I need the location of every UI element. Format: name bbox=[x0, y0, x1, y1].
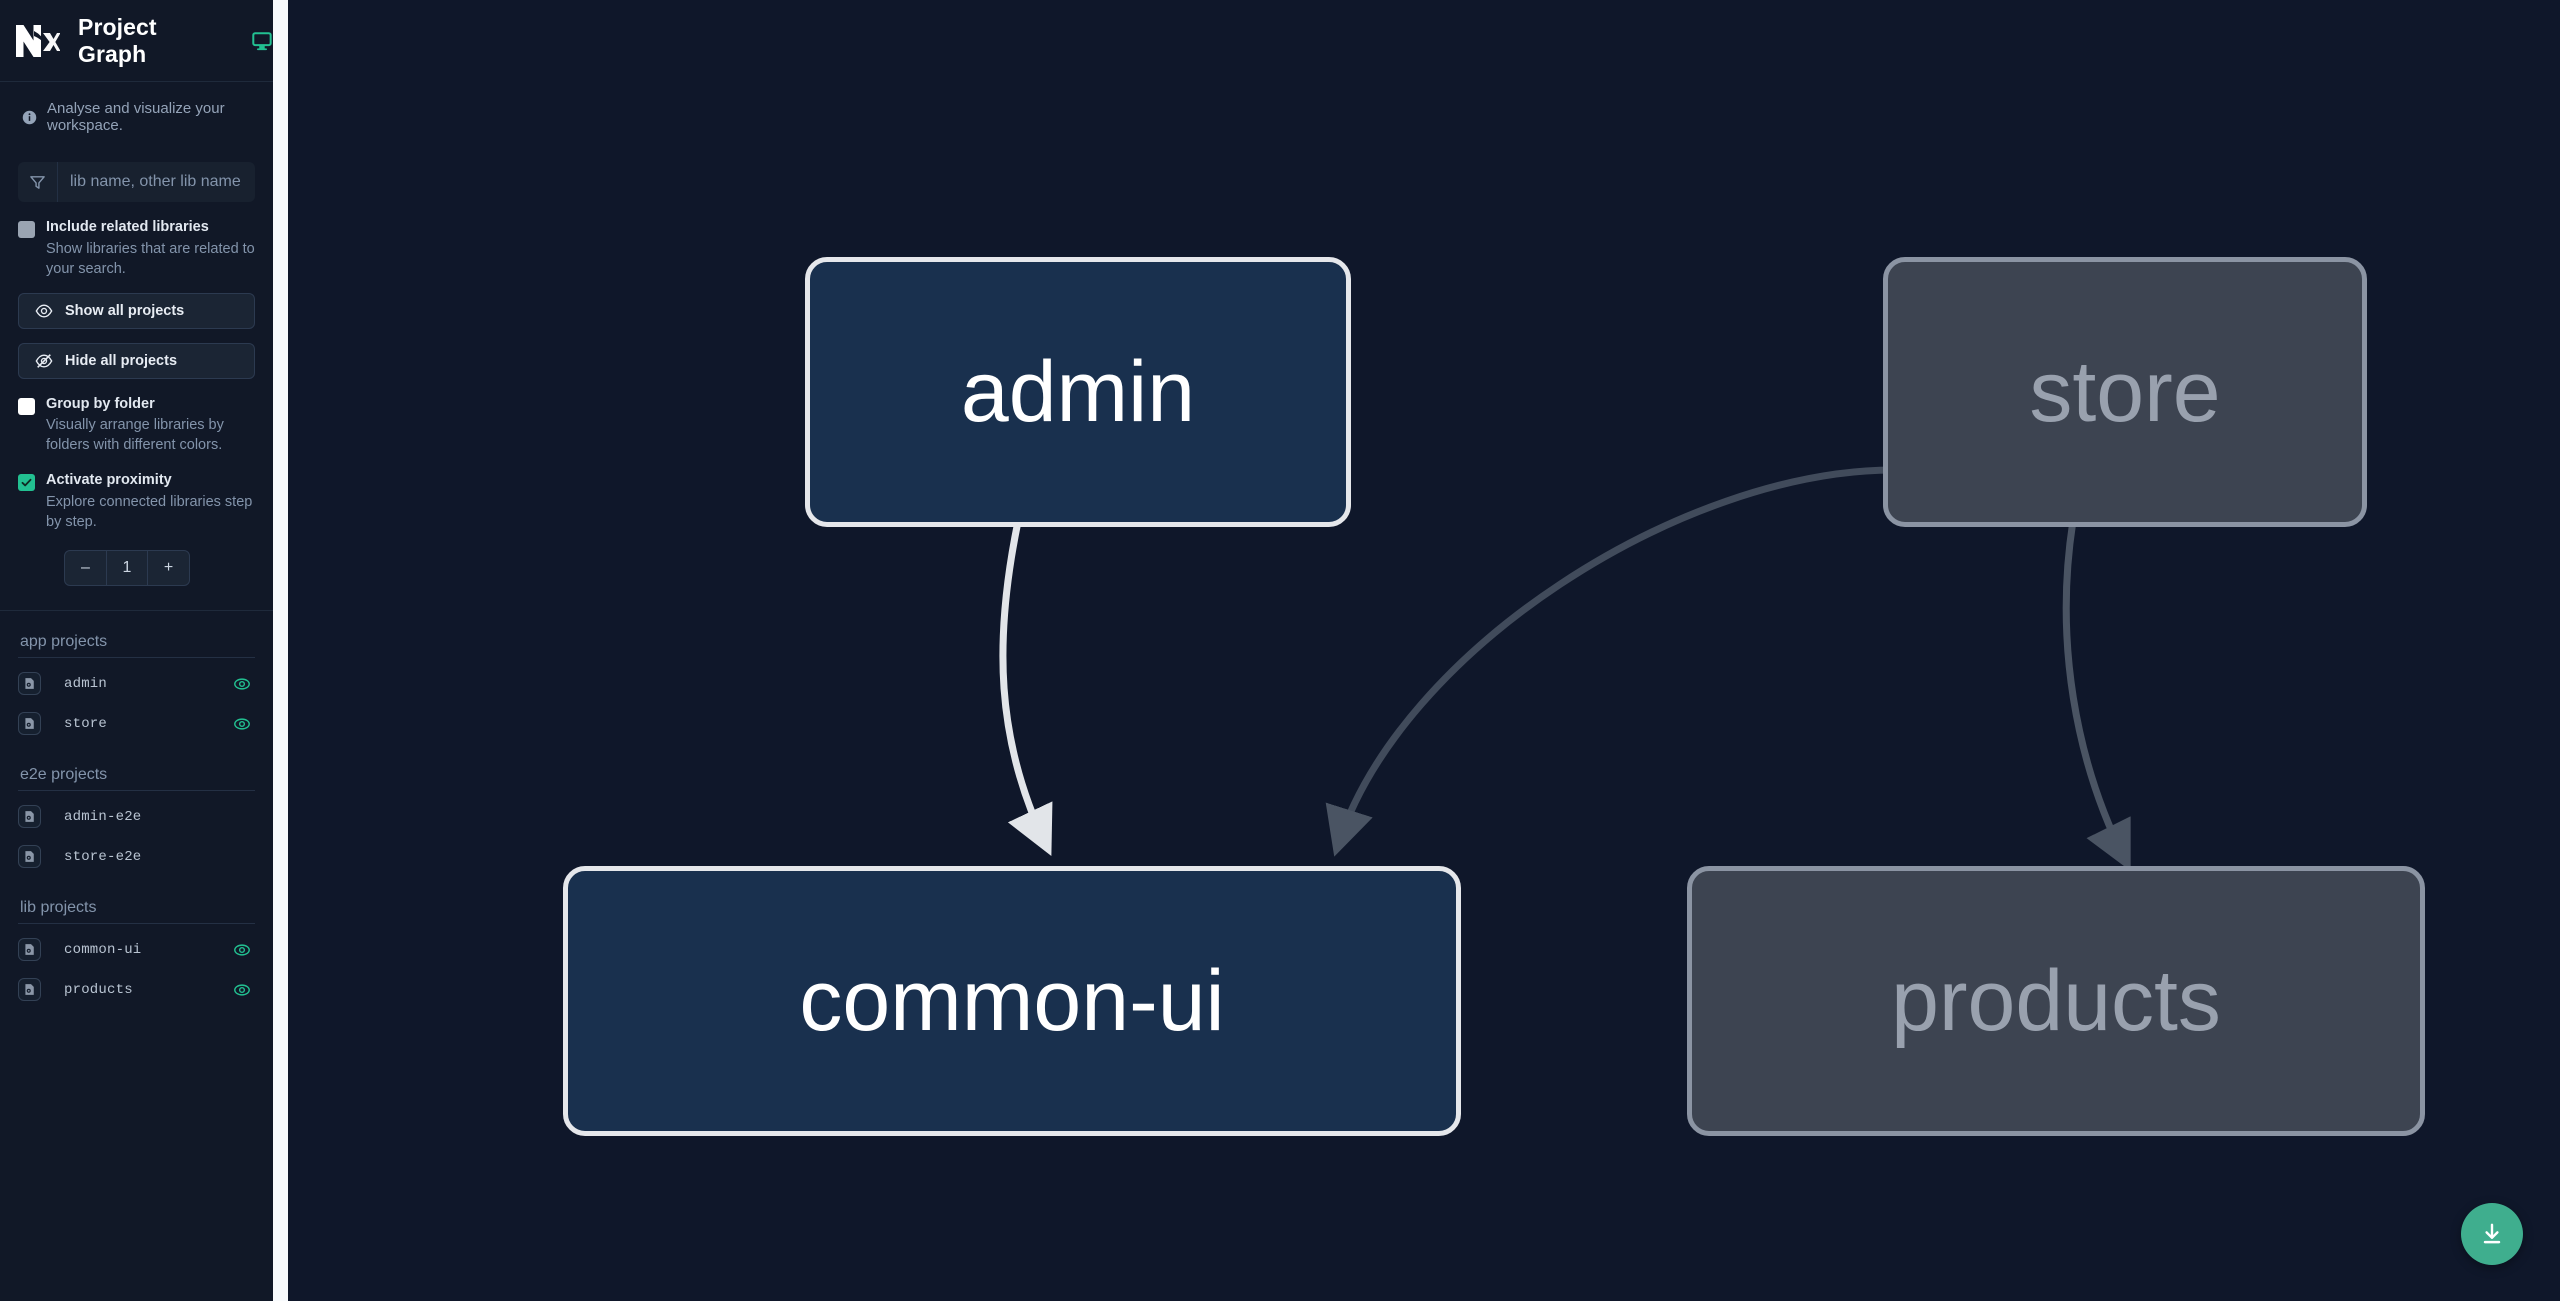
search-icon-container bbox=[18, 162, 58, 202]
download-icon bbox=[2483, 1223, 2501, 1244]
show-all-projects-button[interactable]: Show all projects bbox=[18, 292, 255, 329]
eye-off-icon bbox=[35, 353, 53, 368]
project-list-item[interactable]: store-e2e bbox=[18, 837, 255, 877]
graph-edges bbox=[999, 466, 2131, 871]
graph-node-label: products bbox=[1891, 953, 2221, 1049]
proximity-value: 1 bbox=[122, 558, 132, 576]
page-title: Project Graph bbox=[78, 13, 157, 67]
nx-logo bbox=[16, 24, 60, 57]
file-icon bbox=[25, 944, 34, 956]
edge-store-common-ui bbox=[1325, 466, 1894, 857]
option-description: Show libraries that are related to your … bbox=[46, 240, 255, 277]
project-name: store-e2e bbox=[64, 848, 142, 865]
workspace-note-text: Analyse and visualize your workspace. bbox=[47, 100, 225, 134]
option-description: Explore connected libraries step by step… bbox=[46, 493, 253, 530]
visibility-buttons: Show all projects Hide all projects bbox=[0, 279, 273, 379]
eye-icon bbox=[35, 304, 53, 318]
visibility-eye-icon[interactable] bbox=[233, 981, 251, 999]
edge-admin-common-ui bbox=[999, 521, 1053, 857]
project-name: admin bbox=[64, 675, 108, 692]
option-title: Group by folder bbox=[46, 395, 155, 412]
group-rule bbox=[18, 789, 255, 791]
group-rule bbox=[18, 656, 255, 658]
visibility-eye-icon[interactable] bbox=[233, 941, 251, 959]
project-list-item[interactable]: products bbox=[18, 970, 255, 1010]
search-input[interactable] bbox=[58, 162, 255, 202]
monitor-icon[interactable] bbox=[251, 30, 273, 52]
project-file-icon bbox=[18, 978, 41, 1002]
group-rule bbox=[18, 922, 255, 924]
file-icon bbox=[25, 984, 34, 996]
project-group-lib: lib projects common-ui bbox=[0, 877, 273, 1010]
project-name: common-ui bbox=[64, 941, 142, 958]
project-file-icon bbox=[18, 805, 41, 829]
visibility-eye-icon[interactable] bbox=[233, 715, 251, 733]
proximity-decrement-button[interactable]: – bbox=[65, 550, 107, 585]
proximity-stepper: – 1 + bbox=[64, 549, 190, 586]
sidebar-scrollbar[interactable] bbox=[273, 0, 288, 1301]
proximity-increment-button[interactable]: + bbox=[147, 550, 189, 585]
graph-node-label: common-ui bbox=[799, 953, 1225, 1049]
file-icon bbox=[25, 678, 34, 690]
hide-all-projects-label: Hide all projects bbox=[65, 352, 178, 369]
project-list-item[interactable]: store bbox=[18, 704, 255, 744]
project-list-item[interactable]: admin-e2e bbox=[18, 797, 255, 837]
graph-node-label: store bbox=[2029, 344, 2221, 440]
project-group-e2e: e2e projects admin-e2e bbox=[0, 744, 273, 877]
graph-canvas[interactable]: admin store common-ui products bbox=[273, 0, 2560, 1301]
graph-node-products[interactable]: products bbox=[1687, 866, 2425, 1136]
show-all-projects-label: Show all projects bbox=[65, 302, 185, 319]
project-list-item[interactable]: common-ui bbox=[18, 930, 255, 970]
sidebar: Project Graph Analyse and visualize your… bbox=[0, 0, 273, 1301]
project-name: store bbox=[64, 715, 108, 732]
project-file-icon bbox=[18, 672, 41, 696]
project-file-icon bbox=[18, 845, 41, 869]
option-activate-proximity[interactable]: Activate proximity Explore connected lib… bbox=[0, 455, 273, 532]
group-title: e2e projects bbox=[20, 765, 108, 783]
option-include-related-libraries[interactable]: Include related libraries Show libraries… bbox=[0, 202, 273, 279]
project-name: products bbox=[64, 981, 133, 998]
project-list-item[interactable]: admin bbox=[18, 664, 255, 704]
hide-all-projects-button[interactable]: Hide all projects bbox=[18, 342, 255, 379]
file-icon bbox=[25, 718, 34, 730]
project-name: admin-e2e bbox=[64, 808, 142, 825]
group-title: app projects bbox=[20, 632, 108, 650]
graph-node-common-ui[interactable]: common-ui bbox=[563, 866, 1461, 1136]
sidebar-divider bbox=[0, 609, 273, 611]
project-file-icon bbox=[18, 938, 41, 962]
sidebar-header: Project Graph bbox=[0, 0, 273, 82]
checkbox-group-by-folder[interactable] bbox=[18, 397, 35, 415]
checkbox-activate-proximity[interactable] bbox=[18, 474, 35, 492]
option-description: Visually arrange libraries by folders wi… bbox=[46, 417, 224, 454]
download-graph-button[interactable] bbox=[2461, 1203, 2523, 1265]
option-group-by-folder[interactable]: Group by folder Visually arrange librari… bbox=[0, 379, 273, 456]
graph-node-store[interactable]: store bbox=[1883, 257, 2367, 527]
graph-node-label: admin bbox=[960, 344, 1196, 440]
option-title: Activate proximity bbox=[46, 472, 172, 489]
group-title: lib projects bbox=[20, 898, 97, 916]
checkbox-include-related-libraries[interactable] bbox=[18, 221, 35, 238]
visibility-eye-icon[interactable] bbox=[233, 675, 251, 693]
graph-node-admin[interactable]: admin bbox=[805, 257, 1351, 527]
info-icon bbox=[22, 110, 37, 124]
workspace-note: Analyse and visualize your workspace. bbox=[0, 82, 273, 148]
file-icon bbox=[25, 811, 34, 823]
project-file-icon bbox=[18, 712, 41, 736]
project-group-app: app projects admin bbox=[0, 611, 273, 744]
edge-store-products bbox=[2062, 521, 2131, 871]
search-field[interactable] bbox=[18, 162, 255, 202]
file-icon bbox=[25, 851, 34, 863]
option-title: Include related libraries bbox=[46, 219, 209, 235]
check-icon bbox=[21, 478, 32, 487]
funnel-icon bbox=[30, 175, 45, 189]
